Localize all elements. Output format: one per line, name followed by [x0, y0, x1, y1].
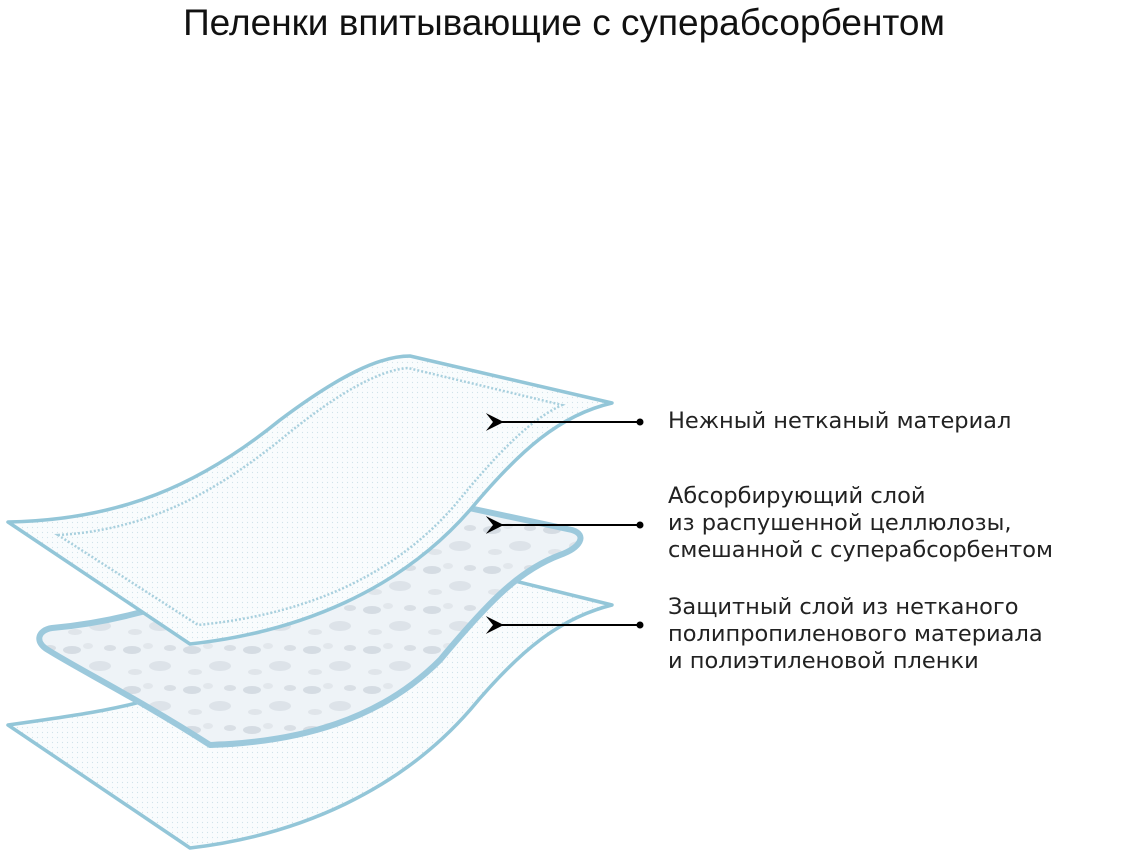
pointer-top — [485, 413, 644, 431]
pointer-absorbent — [485, 516, 644, 534]
label-line: смешанной с суперабсорбентом — [668, 537, 1053, 563]
label-line: Абсорбирующий слой — [668, 483, 926, 509]
label-line: Защитный слой из нетканого — [668, 594, 1019, 620]
label-line: полипропиленового материала — [668, 621, 1043, 647]
page-title: Пеленки впитывающие с суперабсорбентом — [183, 2, 945, 43]
label-line: и полиэтиленовой пленки — [668, 648, 979, 674]
label-line: Нежный нетканый материал — [668, 408, 1012, 434]
label-line: из распушенной целлюлозы, — [668, 510, 1012, 536]
top-layer — [6, 354, 614, 646]
top-layer-stitching — [54, 366, 566, 627]
label-top-layer: Нежный нетканый материал — [668, 408, 1011, 435]
label-absorbent-layer: Абсорбирующий слой из распушенной целлюл… — [668, 483, 1053, 564]
pointer-protective — [485, 616, 644, 634]
label-protective-layer: Защитный слой из нетканого полипропилено… — [668, 594, 1043, 675]
